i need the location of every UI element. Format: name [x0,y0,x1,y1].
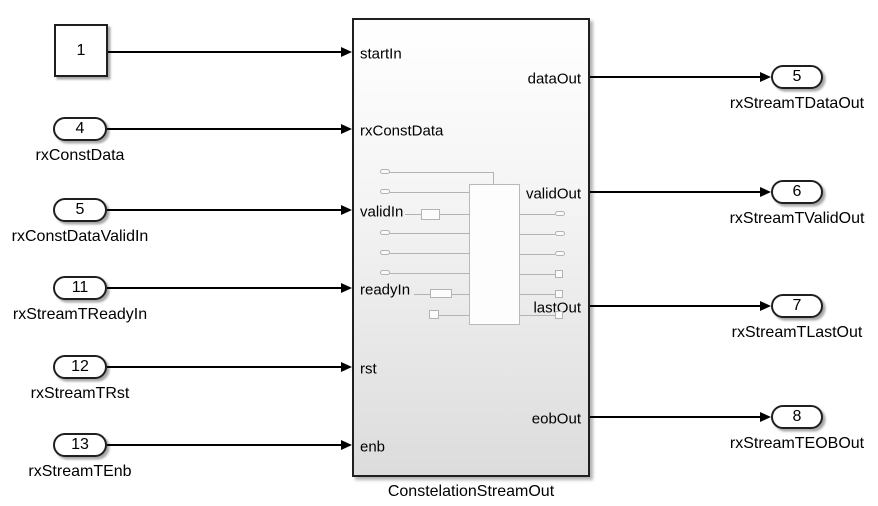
inport-number: 5 [75,201,85,218]
inport-label-rxStreamTReadyIn: rxStreamTReadyIn [12,306,148,323]
outport-label-rxStreamTLastOut: rxStreamTLastOut [731,324,863,341]
outport-number: 8 [792,408,802,425]
port-label-rst: rst [360,360,377,378]
arrowhead-icon [760,301,771,311]
outport-block-7[interactable]: 7 [771,294,823,318]
inport-label-rxConstDataValidIn: rxConstDataValidIn [11,228,149,245]
inport-label-rxConstData: rxConstData [35,147,125,164]
port-label-readyIn: readyIn [360,281,411,299]
wire-eobOut[interactable] [590,416,761,418]
outport-number: 6 [792,183,802,200]
outport-block-6[interactable]: 6 [771,180,823,204]
inport-block-4[interactable]: 4 [53,117,107,141]
arrowhead-icon [760,187,771,197]
subsystem-block[interactable]: startIn rxConstData validIn readyIn rst … [352,18,590,477]
outport-label-rxStreamTEOBOut: rxStreamTEOBOut [729,435,865,452]
inport-block-13[interactable]: 13 [53,433,107,457]
outport-number: 7 [792,297,802,314]
wire-lastOut[interactable] [590,305,761,307]
outport-number: 5 [792,68,802,85]
wire-rxConstData[interactable] [107,128,341,130]
arrowhead-icon [341,283,352,293]
port-label-eobOut: eobOut [531,410,581,428]
wire-rst[interactable] [107,366,341,368]
arrowhead-icon [341,362,352,372]
constant-block-1[interactable]: 1 [54,24,108,77]
port-label-rxConstData: rxConstData [360,122,444,140]
arrowhead-icon [760,72,771,82]
port-label-validOut: validOut [525,185,581,203]
port-label-dataOut: dataOut [527,70,581,88]
outport-label-rxStreamTDataOut: rxStreamTDataOut [729,95,865,112]
arrowhead-icon [341,440,352,450]
arrowhead-icon [341,47,352,57]
port-label-validIn: validIn [360,203,404,221]
port-label-lastOut: lastOut [533,299,581,317]
arrowhead-icon [341,205,352,215]
port-label-enb: enb [360,438,386,456]
port-label-startIn: startIn [360,45,402,63]
outport-block-5[interactable]: 5 [771,65,823,89]
inport-number: 13 [71,436,89,453]
outport-label-rxStreamTValidOut: rxStreamTValidOut [729,210,865,227]
inport-block-11[interactable]: 11 [53,276,107,300]
inport-label-rxStreamTEnb: rxStreamTEnb [28,463,132,480]
constant-value: 1 [76,41,86,59]
wire-validOut[interactable] [590,191,761,193]
inport-number: 12 [71,358,89,375]
subsystem-name-label: ConstelationStreamOut [387,483,555,500]
arrowhead-icon [341,124,352,134]
arrowhead-icon [760,412,771,422]
outport-block-8[interactable]: 8 [771,405,823,429]
preview-main-block [469,184,520,325]
wire-startIn[interactable] [108,51,341,53]
wire-dataOut[interactable] [590,76,761,78]
inport-block-12[interactable]: 12 [53,355,107,379]
inport-number: 4 [75,120,85,137]
wire-validIn[interactable] [107,209,341,211]
inport-block-5[interactable]: 5 [53,198,107,222]
wire-readyIn[interactable] [107,287,341,289]
inport-number: 11 [71,279,89,296]
wire-enb[interactable] [107,444,341,446]
inport-label-rxStreamTRst: rxStreamTRst [30,385,130,402]
